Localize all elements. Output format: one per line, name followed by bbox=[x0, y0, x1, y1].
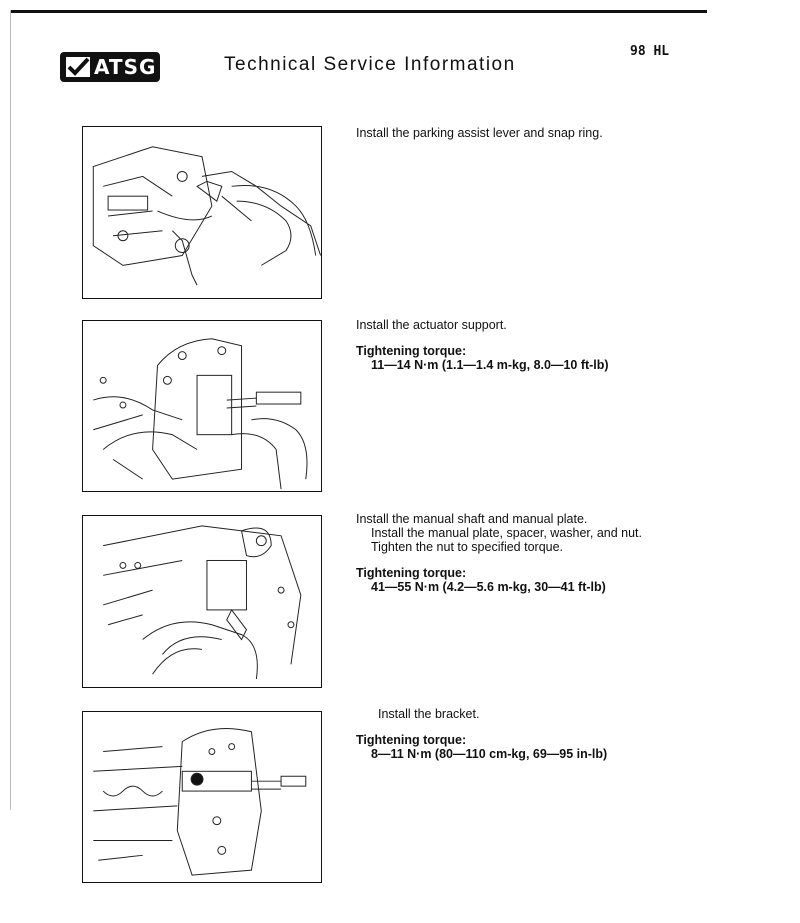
section-4-text: Install the bracket. Tightening torque: … bbox=[356, 707, 646, 761]
section-4-instruction: Install the bracket. bbox=[378, 707, 480, 721]
section-3-text: Install the manual shaft and manual plat… bbox=[356, 512, 646, 594]
section-3-torque-value: 41—55 N·m (4.2—5.6 m-kg, 30—41 ft-lb) bbox=[371, 580, 606, 594]
section-1-instruction: Install the parking assist lever and sna… bbox=[356, 126, 603, 140]
header-rule bbox=[10, 10, 707, 13]
section-3-step-2: Tighten the nut to specified torque. bbox=[371, 540, 564, 554]
illustration-bracket bbox=[93, 727, 307, 876]
figure-actuator-support bbox=[82, 320, 322, 492]
section-4-torque-label: Tightening torque: bbox=[356, 733, 467, 747]
illustration-actuator-support bbox=[93, 338, 308, 490]
section-3-torque-label: Tightening torque: bbox=[356, 566, 467, 580]
figure-bracket bbox=[82, 711, 322, 883]
section-3-instruction: Install the manual shaft and manual plat… bbox=[356, 512, 588, 526]
page-number: 98 HL bbox=[630, 44, 670, 59]
section-3-step-1: Install the manual plate, spacer, washer… bbox=[371, 526, 643, 540]
illustration-parking-lever bbox=[92, 146, 321, 286]
logo-text: ATSG bbox=[94, 55, 157, 79]
section-4-torque-value: 8—11 N·m (80—110 cm-kg, 69—95 in-lb) bbox=[371, 747, 608, 761]
page-title: Technical Service Information bbox=[224, 54, 516, 75]
atsg-logo: ATSG bbox=[60, 52, 160, 82]
section-1-text: Install the parking assist lever and sna… bbox=[356, 126, 646, 140]
figure-manual-shaft-plate bbox=[82, 515, 322, 688]
illustration-manual-shaft bbox=[103, 525, 302, 680]
section-2-torque-value: 11—14 N·m (1.1—1.4 m-kg, 8.0—10 ft-lb) bbox=[371, 358, 609, 372]
section-2-text: Install the actuator support. Tightening… bbox=[356, 318, 646, 372]
figure-parking-assist-lever bbox=[82, 126, 322, 299]
checkmark-icon bbox=[66, 57, 90, 77]
section-2-instruction: Install the actuator support. bbox=[356, 318, 507, 332]
section-2-torque-label: Tightening torque: bbox=[356, 344, 467, 358]
left-margin-rule bbox=[10, 10, 11, 810]
